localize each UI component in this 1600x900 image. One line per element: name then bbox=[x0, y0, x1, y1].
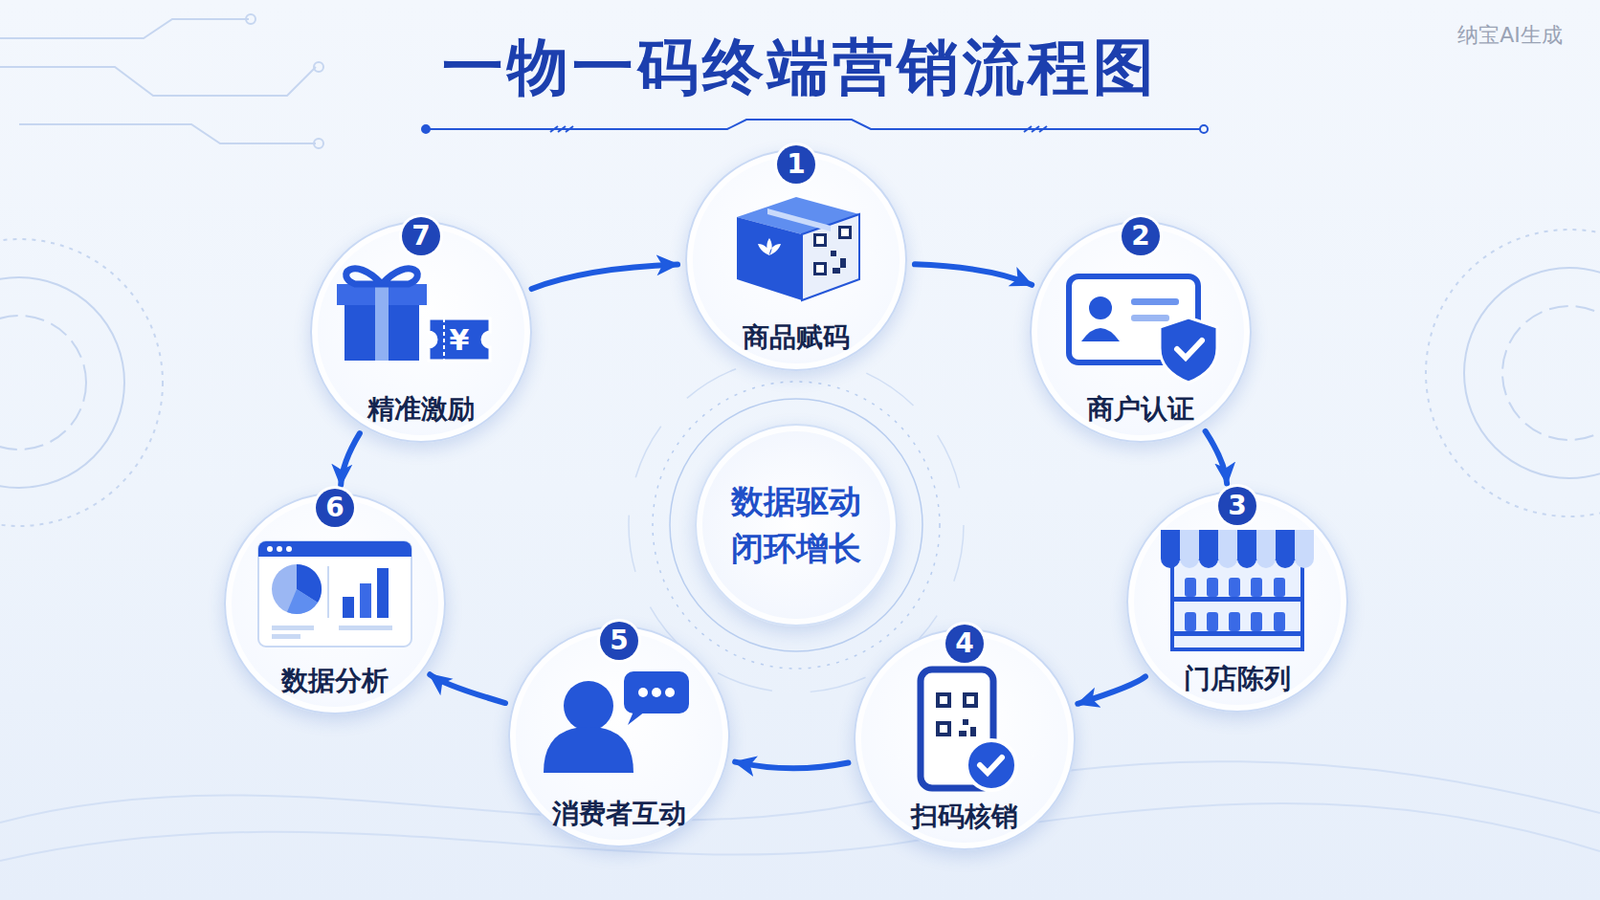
center-text: 数据驱动 闭环增长 bbox=[724, 478, 868, 574]
step-label: 门店陈列 bbox=[1183, 661, 1291, 698]
ticket-symbol: ¥ bbox=[449, 323, 470, 357]
step-label: 消费者互动 bbox=[552, 796, 687, 833]
callout-number: 5 bbox=[600, 622, 639, 661]
callout-number: 1 bbox=[777, 145, 816, 184]
flow-arrow bbox=[734, 762, 848, 770]
flow-arrow bbox=[914, 264, 1032, 285]
step-circle: 1商品赋码 bbox=[685, 149, 908, 372]
callout-number: 6 bbox=[315, 488, 355, 528]
diagram-title: 一物一码终端营销流程图 bbox=[442, 25, 1158, 110]
step-label: 商品赋码 bbox=[742, 319, 850, 356]
step-circle: 2商户认证 bbox=[1029, 221, 1252, 444]
step-circle: 5 消费者互动 bbox=[508, 625, 731, 848]
callout-number: 3 bbox=[1218, 487, 1257, 526]
step-circle: 6数据分析 bbox=[223, 492, 446, 715]
step-label: 数据分析 bbox=[281, 663, 389, 700]
callout-number: 2 bbox=[1121, 217, 1160, 256]
flow-arrow bbox=[429, 674, 506, 704]
step-label: 扫码核销 bbox=[911, 799, 1019, 836]
step-label: 精准激励 bbox=[367, 391, 475, 428]
step-circle: 7精准激励 bbox=[310, 221, 533, 444]
flow-arrow bbox=[340, 433, 360, 486]
flow-arrow bbox=[1077, 676, 1146, 704]
callout-number: 7 bbox=[401, 217, 441, 256]
step-circle: 4扫码核销 bbox=[853, 628, 1076, 851]
flow-arrow bbox=[532, 265, 679, 289]
callout-number: 4 bbox=[945, 624, 984, 664]
center-circle: 数据驱动 闭环增长 bbox=[694, 423, 898, 627]
step-circle: 3 门店陈列 bbox=[1126, 490, 1349, 713]
watermark: 纳宝AI生成 bbox=[1457, 21, 1563, 50]
step-label: 商户认证 bbox=[1087, 391, 1195, 428]
flow-arrow bbox=[1205, 431, 1228, 485]
